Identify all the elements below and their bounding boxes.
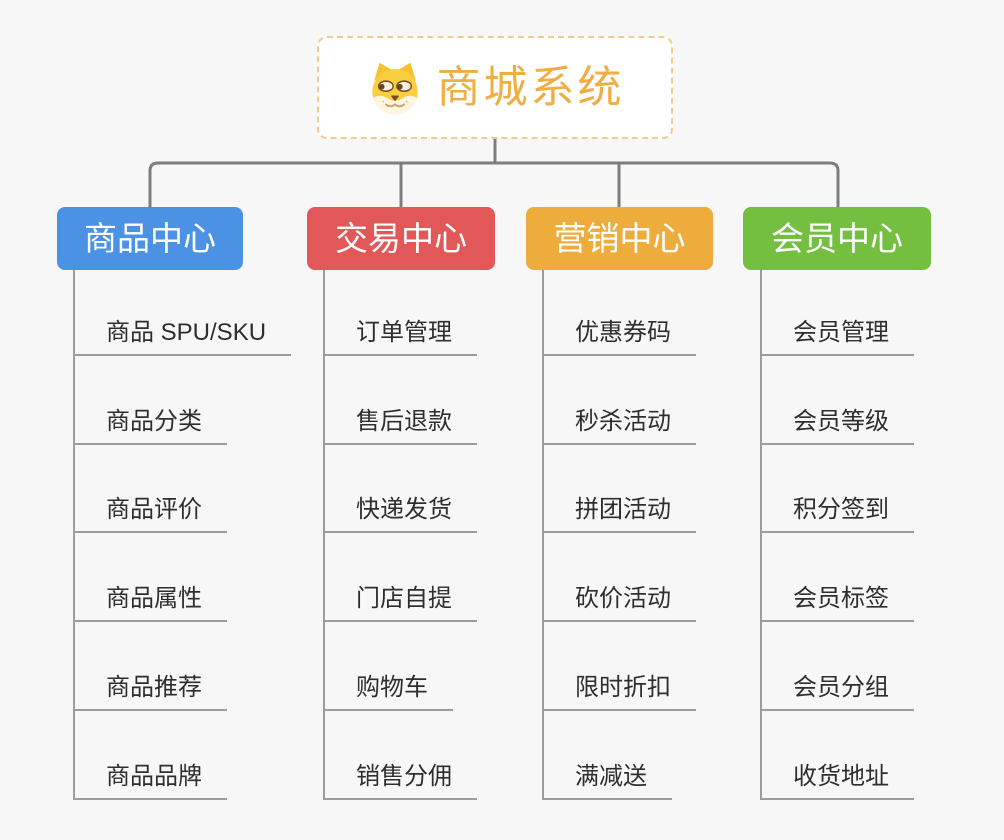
root-title: 商城系统	[436, 62, 625, 112]
leaf-node[interactable]: 满减送	[542, 762, 672, 800]
leaf-node[interactable]: 商品属性	[73, 584, 227, 622]
leaf-node[interactable]: 拼团活动	[542, 495, 696, 533]
branch-node-member-center[interactable]: 会员中心	[743, 207, 931, 270]
leaf-node[interactable]: 秒杀活动	[542, 407, 696, 445]
branch-rail-line	[760, 270, 762, 800]
leaf-node[interactable]: 门店自提	[323, 584, 477, 622]
branch-node-trade-center[interactable]: 交易中心	[307, 207, 495, 270]
branch-rail-line	[73, 270, 75, 800]
leaf-node[interactable]: 订单管理	[323, 318, 477, 356]
branch-rail-line	[542, 270, 544, 800]
branch-rail-line	[323, 270, 325, 800]
leaf-node[interactable]: 优惠券码	[542, 318, 696, 356]
leaf-node[interactable]: 会员分组	[760, 673, 914, 711]
leaf-node[interactable]: 收货地址	[760, 762, 914, 800]
leaf-node[interactable]: 商品 SPU/SKU	[73, 318, 292, 356]
leaf-node[interactable]: 商品品牌	[73, 762, 227, 800]
leaf-node[interactable]: 商品推荐	[73, 673, 227, 711]
leaf-node[interactable]: 商品评价	[73, 495, 227, 533]
leaf-node[interactable]: 快递发货	[323, 495, 477, 533]
leaf-node[interactable]: 销售分佣	[323, 762, 477, 800]
root-node[interactable]: 商城系统	[317, 36, 673, 139]
leaf-node[interactable]: 售后退款	[323, 407, 477, 445]
branch-bus-line	[148, 161, 840, 207]
branch-node-marketing-center[interactable]: 营销中心	[526, 207, 713, 270]
leaf-node[interactable]: 砍价活动	[542, 584, 696, 622]
leaf-node[interactable]: 会员标签	[760, 584, 914, 622]
leaf-node[interactable]: 积分签到	[760, 495, 914, 533]
leaf-node[interactable]: 会员等级	[760, 407, 914, 445]
leaf-node[interactable]: 商品分类	[73, 407, 227, 445]
leaf-node[interactable]: 会员管理	[760, 318, 914, 356]
shiba-dog-icon	[371, 62, 418, 114]
leaf-node[interactable]: 购物车	[323, 673, 453, 711]
leaf-node[interactable]: 限时折扣	[542, 673, 696, 711]
branch-node-product-center[interactable]: 商品中心	[57, 207, 243, 270]
